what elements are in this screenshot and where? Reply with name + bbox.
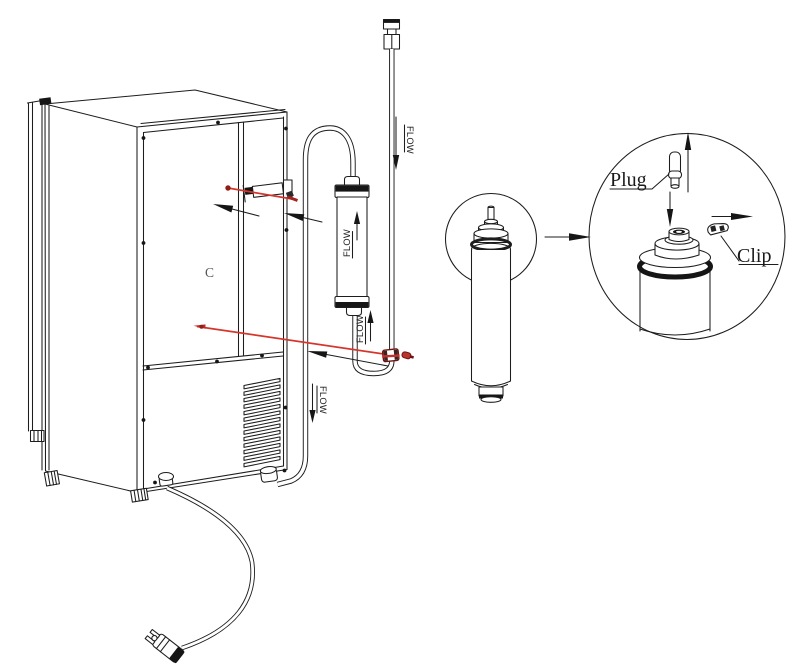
cabinet-left-side bbox=[44, 103, 138, 494]
upper-red-guide bbox=[225, 185, 299, 202]
svg-text:FLOW: FLOW bbox=[355, 315, 365, 343]
plug-prong bbox=[144, 635, 156, 646]
part-marker-c: C bbox=[205, 265, 214, 280]
detail-clip-part bbox=[707, 223, 729, 236]
inline-filter: FLOW bbox=[334, 175, 370, 317]
detail-plug-part bbox=[667, 151, 683, 189]
left-front-foot bbox=[43, 469, 60, 487]
red-annotations bbox=[193, 185, 414, 363]
power-cord bbox=[166, 485, 255, 651]
detail-arrow-down bbox=[666, 191, 674, 227]
cord-exit-fitting bbox=[157, 471, 175, 487]
tube-fitting bbox=[381, 348, 400, 363]
recessed-panel-edge bbox=[237, 121, 245, 357]
faucet-connector bbox=[382, 18, 401, 50]
vent-grille bbox=[243, 377, 281, 468]
lower-red-guide bbox=[193, 324, 414, 363]
outlet-tube bbox=[276, 125, 356, 488]
flow-marker-filter: FLOW bbox=[342, 211, 361, 259]
door-foot bbox=[29, 429, 45, 443]
detail-arrow-up bbox=[684, 132, 692, 193]
annotation-arrows bbox=[213, 204, 389, 367]
door-edge bbox=[26, 97, 52, 471]
detail-filter-top bbox=[637, 227, 713, 336]
plug-label: Plug bbox=[610, 169, 647, 191]
arrow-left-inner bbox=[284, 213, 323, 223]
mid-divider bbox=[142, 351, 284, 371]
detail-callout: Plug Clip bbox=[588, 132, 786, 341]
back-left-foot bbox=[130, 487, 149, 503]
svg-text:FLOW: FLOW bbox=[405, 126, 415, 154]
filter-cartridge bbox=[444, 192, 591, 403]
power-plug bbox=[144, 628, 185, 664]
clip-label: Clip bbox=[737, 245, 771, 267]
svg-text:FLOW: FLOW bbox=[318, 386, 328, 414]
detail-arrow-right bbox=[711, 213, 753, 220]
appliance-back-view: C bbox=[26, 89, 289, 664]
flow-marker-into-filter: FLOW bbox=[355, 310, 374, 345]
arrow-to-detail bbox=[544, 233, 591, 241]
tubing: FLOW FLOW FLOW FLOW bbox=[276, 18, 415, 488]
flow-marker-supply: FLOW bbox=[392, 116, 415, 170]
svg-text:FLOW: FLOW bbox=[342, 229, 352, 257]
arrow-left-upper bbox=[213, 204, 260, 217]
flow-marker-outlet: FLOW bbox=[309, 383, 328, 423]
door-top-cap bbox=[39, 97, 52, 106]
clip-label-group: Clip bbox=[720, 235, 779, 267]
detail-callout-circle bbox=[588, 132, 786, 341]
supply-tube bbox=[352, 49, 395, 377]
arrow-left-lower bbox=[307, 351, 389, 367]
tube-fitting-insert bbox=[401, 351, 414, 360]
screws bbox=[141, 120, 289, 485]
plug-label-group: Plug bbox=[609, 169, 670, 191]
back-panel bbox=[136, 111, 289, 494]
back-right-foot bbox=[259, 465, 278, 483]
